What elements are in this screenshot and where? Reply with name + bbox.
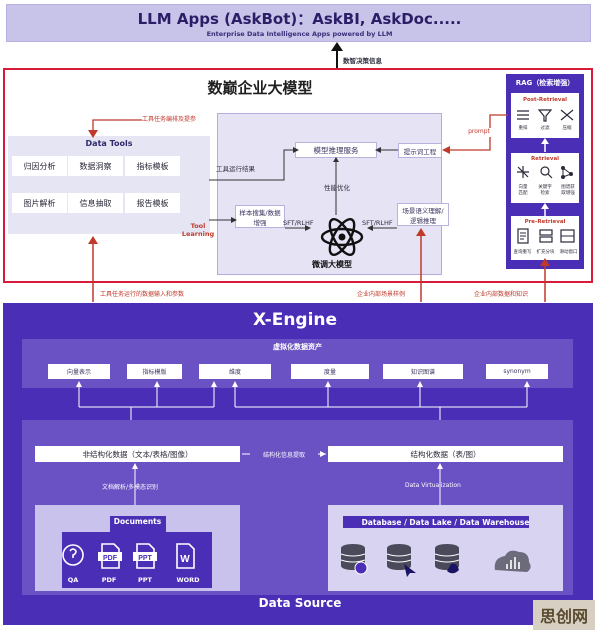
watermark-logo: 思创网 (533, 600, 595, 630)
post-retrieval-icons (517, 109, 574, 122)
knowledge-label: 企业内部数据和知识 (474, 291, 529, 298)
rag-up-arrow-1 (541, 138, 549, 152)
knowledge-arrow (540, 258, 550, 302)
retrieval-icons (517, 166, 573, 179)
rag-up-arrow-2 (541, 203, 549, 217)
llm-apps-subtitle: Enterprise Data Intelligence Apps powere… (206, 30, 393, 38)
prompt-engineering: 提示词工程 (398, 143, 442, 158)
asset-measure: 度量 (291, 364, 369, 379)
doc-pdf-label: PDF (101, 576, 117, 584)
enterprise-llm-title: 数巅企业大模型 (207, 78, 313, 97)
documents-title: Documents (113, 516, 162, 526)
atom-icon (320, 218, 364, 256)
asset-vector: 向量表示 (48, 364, 110, 379)
chunk-expand-label: 扩充分块 (536, 250, 555, 255)
svg-text:PPT: PPT (138, 555, 152, 562)
tool-image-parse: 图片解析 (12, 193, 67, 213)
retrieval-panel (511, 153, 579, 203)
database-title-bg (343, 516, 529, 528)
virtual-assets-panel (22, 339, 573, 388)
tool-info-extract: 信息抽取 (68, 193, 123, 213)
virtual-assets-title: 虚拟化数据资产 (273, 343, 322, 351)
svg-text:PDF: PDF (103, 555, 118, 562)
asset-metric-template: 指标模版 (127, 364, 182, 379)
perf-optimization-label: 性能优化 (324, 184, 350, 192)
structured-data: 结构化数据（表/图） (328, 446, 563, 462)
database-icons (340, 544, 531, 577)
prompt-label: prompt (461, 128, 497, 137)
asset-synonym: synonym (486, 364, 548, 379)
pre-retrieval-title: Pre-Retrieval (524, 219, 566, 225)
rag-title: RAG（检索增强） (515, 79, 575, 87)
llm-apps-title: LLM Apps (AskBot)：AskBI, AskDoc..... (137, 9, 462, 28)
keyword-search-label: 关键字 检索 (538, 185, 552, 196)
tool-learning-label: Tool Learning (181, 222, 215, 238)
tool-insight: 数据洞察 (68, 156, 123, 176)
pre-retrieval-icons (517, 228, 575, 244)
sft-left-label: SFT/RLHF (283, 219, 314, 227)
query-rewrite-label: 查询重写 (513, 250, 532, 255)
data-source-title: Data Source (258, 596, 342, 610)
scenario-arrow (416, 228, 426, 302)
tool-result-label: 工具运行结果 (216, 165, 255, 173)
decision-info-label: 数智决策信息 (343, 57, 382, 65)
svg-text:W: W (180, 554, 190, 565)
tool-input-arrow (88, 236, 98, 302)
asset-dimension: 维度 (199, 364, 271, 379)
document-icons: PDF PPT W (62, 543, 195, 569)
post-retrieval-title: Post-Retrieval (522, 97, 568, 103)
finetune-label: 微调大模型 (312, 260, 352, 269)
sliding-window-label: 滑动窗口 (559, 250, 578, 255)
core-arrows (209, 147, 398, 231)
asset-knowledge-graph: 知识图谱 (383, 364, 463, 379)
tool-attribution: 归因分析 (12, 156, 67, 176)
vector-match-label: 向量 匹配 (518, 185, 528, 196)
scenario-label: 企业内部场景样例 (357, 291, 406, 298)
sft-right-label: SFT/RLHF (362, 219, 393, 227)
tool-report-template: 报告模板 (125, 193, 180, 213)
doc-word-label: WORD (176, 576, 200, 584)
tool-orchestration-label: 工具任务编排及提参 (142, 114, 222, 123)
llm-apps-banner: LLM Apps (AskBot)：AskBI, AskDoc..... Ent… (6, 4, 591, 42)
extraction-label: 结构化信息提取 (250, 449, 318, 459)
data-virt-arrow (437, 463, 443, 505)
llm-core-panel (217, 113, 442, 275)
filter-label: 过滤 (540, 126, 550, 131)
compress-label: 压缩 (562, 126, 572, 131)
rerank-label: 重排 (518, 126, 528, 131)
sample-collection: 样本搜集/数据 增强 (235, 205, 285, 228)
data-tools-title: Data Tools (85, 138, 133, 148)
doc-ppt-label: PPT (138, 576, 152, 584)
database-title: Database / Data Lake / Data Warehouse (361, 517, 530, 527)
tool-input-label: 工具任务运行的数据输入和参数 (100, 291, 185, 298)
unstructured-data: 非结构化数据（文本/表格/图像） (35, 446, 240, 462)
doc-qa-label: QA (67, 576, 79, 584)
graph-enhance-label: 图谱获 取增强 (561, 185, 575, 196)
tool-metric-template: 指标模板 (125, 156, 180, 176)
retrieval-title: Retrieval (530, 156, 560, 162)
semantic-reasoning: 场景语义理解/ 逻辑推理 (397, 203, 449, 226)
data-tools-panel (8, 136, 210, 234)
doc-parse-label: 文档解析/多模态识别 (102, 484, 159, 491)
pre-retrieval-panel (511, 216, 579, 260)
x-engine-title: X-Engine (252, 310, 338, 330)
doc-parse-arrow (132, 463, 138, 505)
data-virt-label: Data Virtualization (405, 482, 461, 489)
